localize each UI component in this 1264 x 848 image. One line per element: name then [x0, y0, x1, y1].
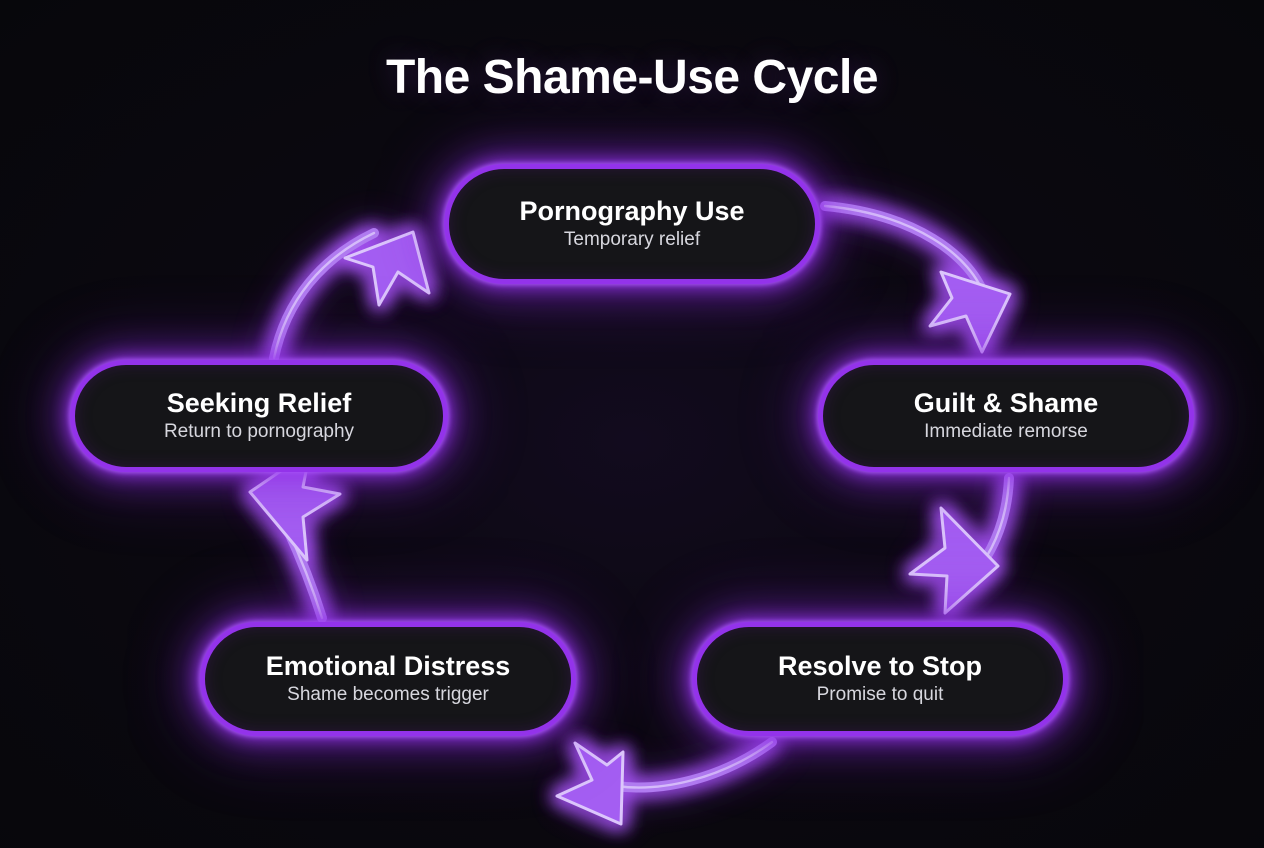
arrow-use-to-shame [815, 196, 1015, 357]
page-title: The Shame-Use Cycle [385, 51, 879, 104]
arrow-distress-to-relief [245, 446, 345, 628]
cycle-node-seeking-relief[interactable]: Seeking Relief Return to pornography [70, 360, 448, 472]
node-subtitle: Immediate remorse [924, 421, 1088, 443]
arrow-shame-to-resolve [905, 468, 1019, 618]
node-subtitle: Return to pornography [163, 421, 355, 443]
node-title: Guilt & Shame [913, 387, 1099, 418]
node-title: Seeking Relief [166, 387, 352, 418]
node-title: Emotional Distress [265, 650, 511, 681]
arrow-relief-to-use [264, 223, 434, 368]
arrow-resolve-to-distress [552, 732, 782, 829]
node-title: Pornography Use [519, 195, 745, 226]
cycle-node-guilt-and-shame[interactable]: Guilt & Shame Immediate remorse [818, 360, 1194, 472]
node-subtitle: Shame becomes trigger [287, 684, 489, 706]
cycle-node-resolve-to-stop[interactable]: Resolve to Stop Promise to quit [692, 622, 1068, 736]
cycle-node-pornography-use[interactable]: Pornography Use Temporary relief [444, 164, 820, 284]
node-subtitle: Temporary relief [563, 229, 701, 251]
node-title: Resolve to Stop [777, 650, 983, 681]
cycle-node-emotional-distress[interactable]: Emotional Distress Shame becomes trigger [200, 622, 576, 736]
node-subtitle: Promise to quit [816, 684, 944, 706]
